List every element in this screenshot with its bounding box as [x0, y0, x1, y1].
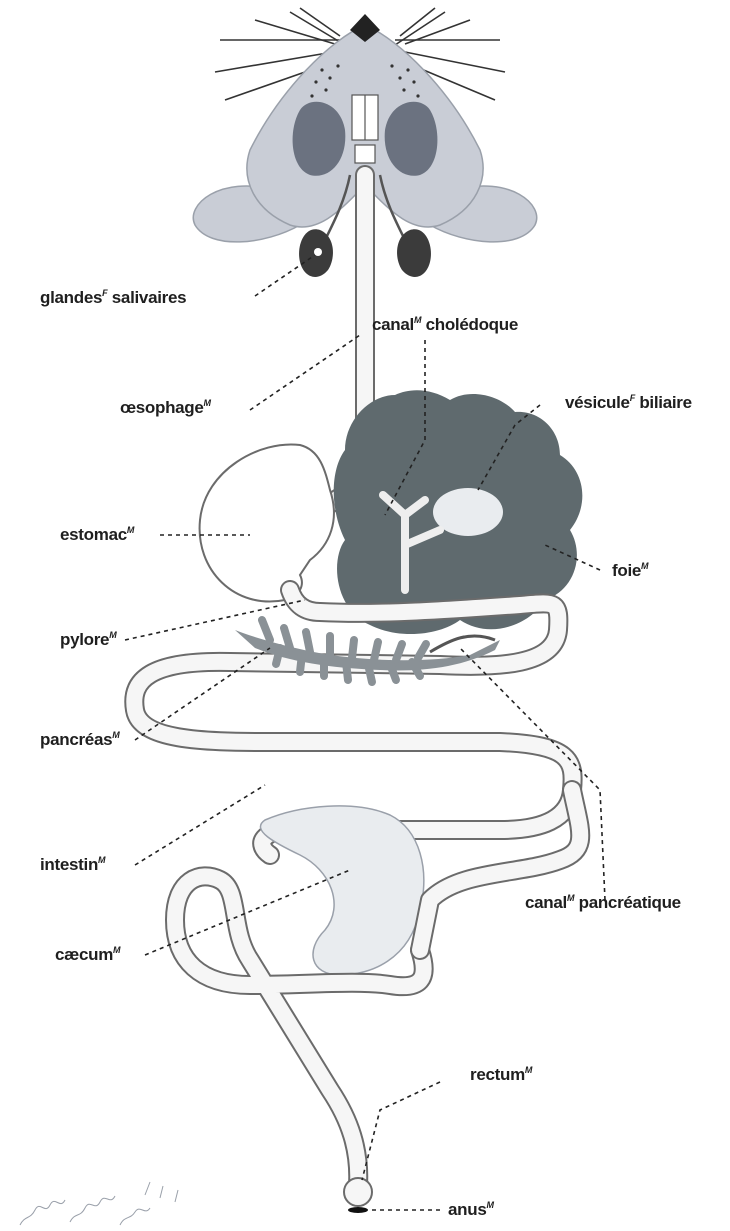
label-anus: anusM	[448, 1200, 494, 1219]
label-pylore: pyloreM	[60, 630, 117, 649]
decorative-scribble	[20, 1182, 178, 1225]
label-rectum: rectumM	[470, 1065, 533, 1084]
label-estomac: estomacM	[60, 525, 135, 544]
anus-mark	[348, 1207, 368, 1213]
salivary-gland-right	[397, 229, 431, 277]
caecum	[260, 806, 423, 975]
label-caecum: cæcumM	[55, 945, 121, 964]
label-canal-pancreatique: canalM pancréatique	[525, 893, 681, 912]
label-intestin: intestinM	[40, 855, 106, 874]
label-oesophage: œsophageM	[120, 398, 212, 417]
label-foie: foieM	[612, 561, 649, 580]
label-canal-choledoque: canalM cholédoque	[372, 315, 518, 334]
label-pancreas: pancréasM	[40, 730, 120, 749]
label-vesicule-biliaire: vésiculeF biliaire	[565, 393, 692, 412]
stomach	[200, 444, 334, 601]
label-glandes-salivaires: glandesF salivaires	[40, 288, 186, 307]
rectum-bulb	[344, 1178, 372, 1206]
